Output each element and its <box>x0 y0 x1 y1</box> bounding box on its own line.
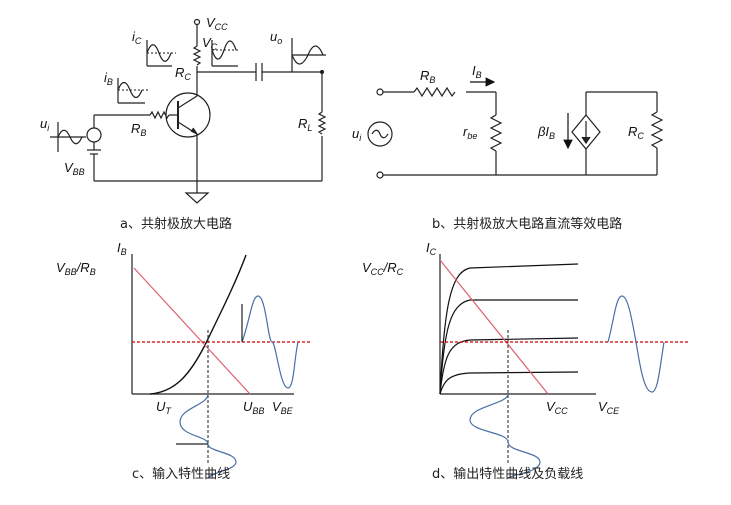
caption-a: a、共射极放大电路 <box>120 216 232 232</box>
rb-equiv-label: RB <box>420 68 435 85</box>
uo-waveform <box>291 38 326 72</box>
ubb-label: UBB <box>243 399 264 416</box>
panel-b-arrows <box>470 77 573 150</box>
rc-equiv-label: RC <box>628 124 644 141</box>
uo-label: uo <box>270 29 282 46</box>
ib-label: iB <box>104 70 113 87</box>
panel-b-circuit <box>367 86 664 179</box>
ic-label: iC <box>132 29 142 46</box>
ground-symbol <box>184 192 210 204</box>
input-load-line <box>133 267 251 395</box>
resistor-rc-equiv <box>650 111 664 149</box>
vce-signal-waveform <box>469 393 541 479</box>
vc-label: VC <box>202 35 218 52</box>
vbb-label: VBB <box>64 160 85 177</box>
vcc-over-rc-label: VCC/RC <box>362 260 404 277</box>
panel-b-labels: RB IB ui rbe βIB RC <box>352 63 644 143</box>
output-curve-4 <box>439 371 579 395</box>
panel-a-waveforms <box>50 38 326 152</box>
input-signal-source <box>86 127 102 143</box>
rbe-label: rbe <box>463 124 477 141</box>
beta-ib-label: βIB <box>537 124 555 141</box>
rc-label: RC <box>175 65 191 82</box>
panel-a-circuit <box>86 18 327 204</box>
ib-equiv-label: IB <box>472 63 482 80</box>
resistor-rb-equiv <box>413 86 456 98</box>
input-characteristic-curve <box>149 254 247 395</box>
input-terminal-bottom <box>376 171 384 179</box>
ic-axis-label: IC <box>426 240 437 257</box>
resistor-rbe <box>489 114 503 152</box>
vce-axis-label: VCE <box>598 399 620 416</box>
resistor-rb <box>149 110 170 120</box>
ui-equiv-label: ui <box>352 126 362 143</box>
output-curve-1 <box>439 263 579 395</box>
panel-d-plot <box>439 254 690 479</box>
panel-c-labels: IB VBB/RB UT UBB VBE <box>56 240 294 416</box>
vbe-axis-label: VBE <box>272 399 294 416</box>
ic-signal-waveform <box>607 295 665 393</box>
caption-c: c、输入特性曲线 <box>132 466 230 482</box>
panel-a-labels: VCC iC VC RC uo iB ui RB RL VBB <box>40 15 312 177</box>
ut-label: UT <box>156 399 172 416</box>
panel-d-labels: IC VCC/RC VCC VCE <box>362 240 620 416</box>
input-terminal-top <box>376 88 384 96</box>
ui-label: ui <box>40 116 50 133</box>
vcc-label: VCC <box>206 15 228 32</box>
rb-label: RB <box>131 121 146 138</box>
output-load-line <box>439 259 549 395</box>
output-curve-2 <box>439 299 578 395</box>
caption-b: b、共射极放大电路直流等效电路 <box>432 216 622 232</box>
vc-waveform <box>211 40 240 67</box>
ib-axis-label: IB <box>117 240 127 257</box>
vcc-axis-label: VCC <box>546 399 568 416</box>
caption-d: d、输出特性曲线及负载线 <box>432 466 583 482</box>
resistor-rc <box>192 45 202 66</box>
output-curve-3 <box>439 337 579 395</box>
rl-label: RL <box>298 116 312 133</box>
vcc-terminal <box>193 18 201 26</box>
ic-waveform <box>146 40 176 67</box>
ib-waveform <box>117 78 148 104</box>
panel-c-plot <box>131 254 312 479</box>
ac-source-symbol <box>367 121 393 147</box>
ui-waveform <box>50 122 86 152</box>
ib-signal-waveform <box>241 295 299 389</box>
vbb-over-rb-label: VBB/RB <box>56 260 96 277</box>
resistor-rl <box>317 111 327 135</box>
